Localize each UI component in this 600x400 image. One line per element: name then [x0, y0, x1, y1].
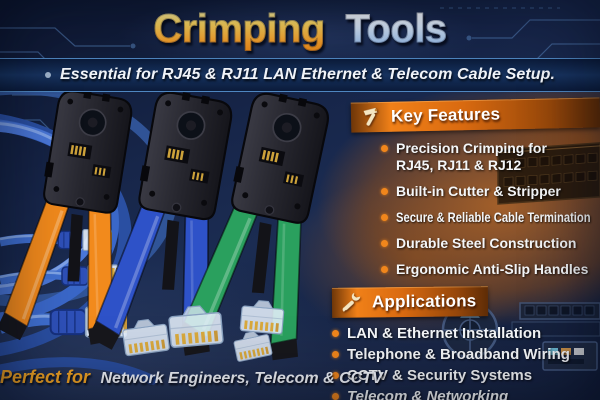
bullet-dot: [381, 240, 388, 247]
bullet-dot: [381, 145, 388, 152]
feature-item: Durable Steel Construction: [381, 235, 600, 252]
applications-title: Applications: [371, 291, 477, 312]
bullet-dot: [332, 351, 339, 358]
feature-text: Ergonomic Anti-Slip Handles: [396, 261, 589, 277]
bullet-dot: [332, 330, 339, 337]
application-item: Telecom & Networking Maintenance: [332, 388, 600, 400]
application-item: LAN & Ethernet Installation: [332, 325, 600, 342]
subtitle-text: Essential for RJ45 & RJ11 LAN Ethernet &…: [59, 66, 556, 83]
application-text: LAN & Ethernet Installation: [347, 325, 542, 342]
feature-item: Ergonomic Anti-Slip Handles: [381, 261, 600, 278]
applications-list: LAN & Ethernet Installation Telephone & …: [332, 325, 600, 400]
applications-banner: Applications: [331, 286, 489, 318]
bullet-dot: [332, 372, 339, 379]
page-title: Crimping Tools: [0, 3, 600, 55]
feature-item: Built-in Cutter & Stripper: [381, 183, 600, 200]
feature-text: Built-in Cutter & Stripper: [396, 183, 561, 199]
feature-text: Precision Crimping for RJ45, RJ11 & RJ12: [396, 140, 547, 173]
footer-text: Network Engineers, Telecom & CCTV: [100, 370, 383, 387]
bullet-dot: [381, 266, 388, 273]
network-switch-image: [497, 142, 600, 205]
feature-text: Secure & Reliable Cable Termination: [396, 209, 591, 225]
footer-tagline: Perfect for Network Engineers, Telecom &…: [0, 367, 383, 388]
application-item: CCTV & Security Systems: [332, 367, 600, 384]
feature-text: Durable Steel Construction: [396, 235, 577, 251]
footer-highlight: Perfect for: [0, 367, 91, 387]
key-features-list: Precision Crimping for RJ45, RJ11 & RJ12…: [381, 140, 600, 287]
title-word-crimping: Crimping: [153, 3, 326, 55]
key-features-title: Key Features: [390, 104, 501, 126]
application-text: Telephone & Broadband Wiring: [347, 346, 570, 363]
wrench-icon: [342, 292, 361, 312]
application-item: Telephone & Broadband Wiring: [332, 346, 600, 363]
feature-item: Secure & Reliable Cable Termination: [381, 209, 600, 226]
bullet-dot: [381, 214, 388, 221]
title-word-tools: Tools: [345, 3, 448, 55]
crimper-icon: [363, 107, 378, 126]
bullet-dot: [381, 188, 388, 195]
application-text: Telecom & Networking Maintenance: [347, 388, 509, 400]
bullet-dot: [332, 393, 339, 400]
bullet-dot: [44, 72, 51, 78]
application-text: CCTV & Security Systems: [347, 367, 533, 384]
key-features-banner: Key Features: [350, 97, 600, 133]
subtitle-banner: Essential for RJ45 & RJ11 LAN Ethernet &…: [0, 58, 600, 92]
feature-item: Precision Crimping for RJ45, RJ11 & RJ12: [381, 140, 600, 174]
